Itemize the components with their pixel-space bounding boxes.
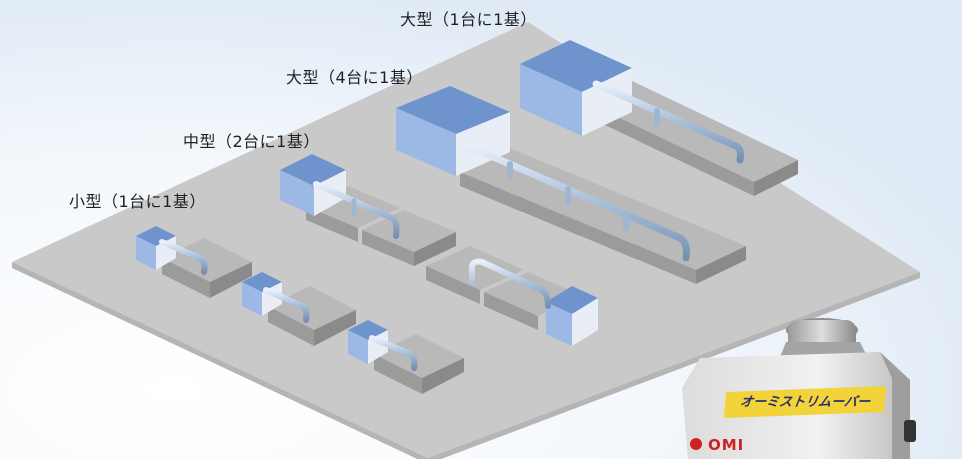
product-sticker-label: オーミストリムーバー	[739, 395, 872, 410]
product-brand-logo: OMI	[708, 436, 745, 454]
duct-pipe	[469, 258, 551, 309]
machine-group-medium-2to1	[280, 154, 456, 266]
duct-pipe	[159, 239, 208, 275]
dust-collector-unit	[396, 86, 510, 176]
machine-group-large-1to1	[520, 40, 798, 196]
machine-group-small-1to1	[136, 226, 464, 394]
machine-front	[754, 160, 798, 196]
duct-pipe	[263, 287, 310, 323]
product-sticker	[724, 386, 886, 418]
machine	[268, 286, 356, 330]
duct-pipe	[592, 80, 744, 164]
machine-group-medium-2to1-b	[426, 246, 598, 346]
machine-group-large-4to1	[396, 86, 746, 284]
machine	[374, 334, 464, 378]
label-large-1to1: 大型（1台に1基）	[400, 10, 537, 29]
dust-collector-unit	[520, 40, 632, 136]
dust-collector-unit	[546, 286, 598, 346]
label-large-4to1: 大型（4台に1基）	[286, 68, 423, 87]
label-small-1to1: 小型（1台に1基）	[69, 192, 206, 211]
duct-pipe	[369, 335, 418, 371]
machine-side	[586, 102, 754, 196]
duct-pipe	[313, 181, 400, 239]
product-mist-remover-photo	[682, 318, 916, 459]
label-medium-2to1: 中型（2台に1基）	[183, 132, 320, 151]
duct-pipe	[464, 142, 690, 262]
